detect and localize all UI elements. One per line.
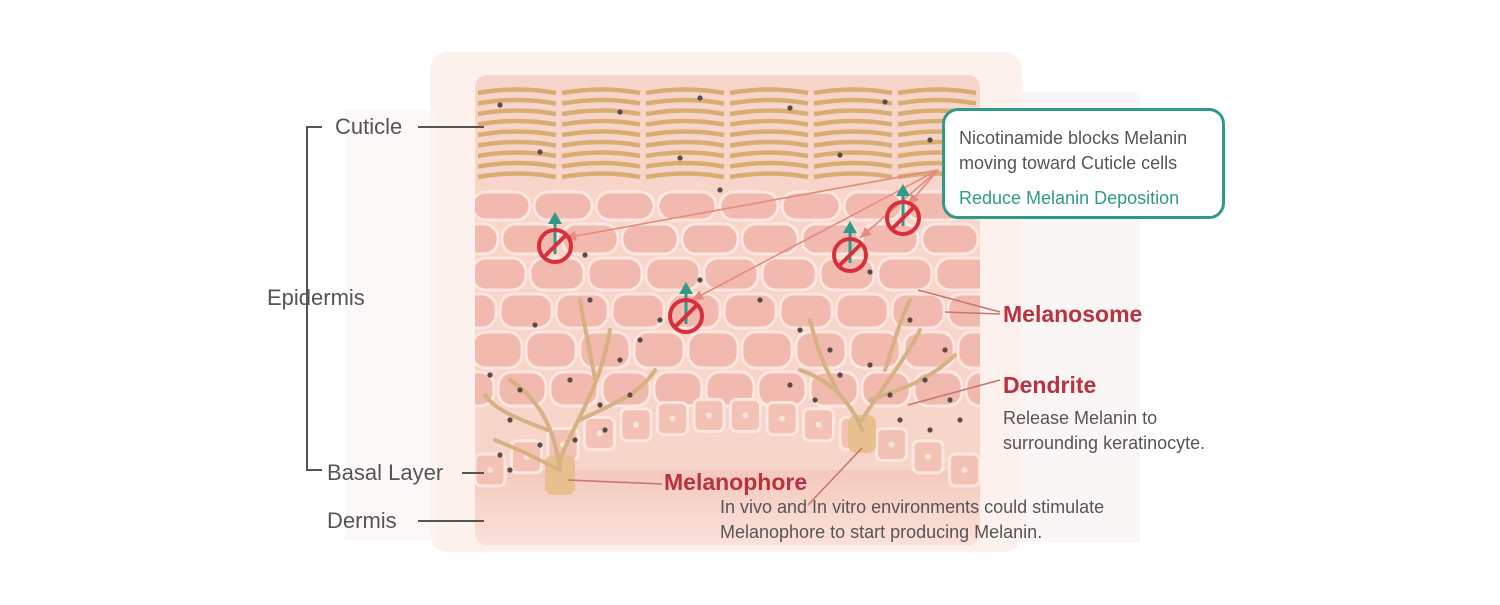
melanosome-dot bbox=[497, 102, 502, 107]
melanophore-label: Melanophore bbox=[664, 469, 807, 496]
melanophore-desc-1: In vivo and In vitro environments could … bbox=[720, 495, 1104, 520]
melanosome-dot bbox=[697, 277, 702, 282]
keratinocyte bbox=[472, 258, 526, 290]
melanosome-dot bbox=[597, 402, 602, 407]
keratinocyte bbox=[588, 258, 642, 290]
basal-nucleus bbox=[779, 416, 785, 422]
melanosome-dot bbox=[867, 269, 872, 274]
melanosome-dot bbox=[957, 417, 962, 422]
keratinocyte bbox=[646, 258, 700, 290]
melanosome-dot bbox=[582, 252, 587, 257]
keratinocyte bbox=[596, 192, 654, 220]
melanosome-dot bbox=[537, 149, 542, 154]
keratinocyte bbox=[688, 332, 738, 368]
keratinocyte bbox=[634, 332, 684, 368]
basal-nucleus bbox=[706, 412, 712, 418]
cuticle-label: Cuticle bbox=[335, 114, 402, 140]
keratinocyte bbox=[742, 224, 798, 254]
melanosome-dot bbox=[717, 187, 722, 192]
melanosome-dot bbox=[532, 322, 537, 327]
melanophore-desc-2: Melanophore to start producing Melanin. bbox=[720, 520, 1042, 545]
keratinocyte bbox=[602, 372, 650, 406]
keratinocyte bbox=[878, 258, 932, 290]
melanosome-dot bbox=[787, 382, 792, 387]
basal-layer-label: Basal Layer bbox=[327, 460, 443, 486]
nicotinamide-callout: Nicotinamide blocks Melanin moving towar… bbox=[942, 108, 1225, 219]
keratinocyte bbox=[612, 294, 664, 328]
melanosome-dot bbox=[572, 437, 577, 442]
basal-nucleus bbox=[633, 422, 639, 428]
melanosome-dot bbox=[507, 417, 512, 422]
melanosome-dot bbox=[942, 347, 947, 352]
keratinocyte bbox=[472, 332, 522, 368]
keratinocyte bbox=[762, 258, 816, 290]
melanosome-dot bbox=[487, 372, 492, 377]
melanosome-dot bbox=[907, 317, 912, 322]
dendrite-desc-2: surrounding keratinocyte. bbox=[1003, 431, 1205, 456]
callout-result: Reduce Melanin Deposition bbox=[959, 186, 1179, 211]
keratinocyte bbox=[526, 332, 576, 368]
melanosome-dot bbox=[927, 137, 932, 142]
melanosome-dot bbox=[947, 397, 952, 402]
melanosome-dot bbox=[627, 392, 632, 397]
callout-line-2: moving toward Cuticle cells bbox=[959, 151, 1177, 176]
melanosome-dot bbox=[507, 467, 512, 472]
epidermis-label: Epidermis bbox=[267, 285, 365, 311]
melanosome-dot bbox=[922, 377, 927, 382]
melanosome-dot bbox=[897, 417, 902, 422]
callout-line-1: Nicotinamide blocks Melanin bbox=[959, 126, 1187, 151]
melanosome-label: Melanosome bbox=[1003, 301, 1142, 328]
melanosome-dot bbox=[867, 362, 872, 367]
melanosome-dot bbox=[602, 427, 607, 432]
melanosome-dot bbox=[887, 392, 892, 397]
melanosome-dot bbox=[677, 155, 682, 160]
melanosome-dot bbox=[812, 397, 817, 402]
melanosome-dot bbox=[587, 297, 592, 302]
melanosome-dot bbox=[617, 109, 622, 114]
keratinocyte bbox=[836, 294, 888, 328]
keratinocyte bbox=[704, 258, 758, 290]
melanosome-dot bbox=[637, 337, 642, 342]
melanosome-dot bbox=[837, 152, 842, 157]
basal-nucleus bbox=[925, 454, 931, 460]
melanosome-dot bbox=[837, 372, 842, 377]
melanosome-dot bbox=[757, 297, 762, 302]
dendrite-label: Dendrite bbox=[1003, 372, 1096, 399]
keratinocyte bbox=[720, 192, 778, 220]
keratinocyte bbox=[724, 294, 776, 328]
melanosome-dot bbox=[657, 317, 662, 322]
keratinocyte bbox=[682, 224, 738, 254]
basal-nucleus bbox=[670, 416, 676, 422]
keratinocyte bbox=[742, 332, 792, 368]
dermis-label: Dermis bbox=[327, 508, 397, 534]
keratinocyte bbox=[758, 372, 806, 406]
basal-nucleus bbox=[962, 467, 968, 473]
keratinocyte bbox=[922, 224, 978, 254]
melanosome-dot bbox=[827, 347, 832, 352]
keratinocyte bbox=[500, 294, 552, 328]
melanosome-dot bbox=[537, 442, 542, 447]
melanosome-dot bbox=[517, 387, 522, 392]
melanosome-dot bbox=[617, 357, 622, 362]
melanosome-dot bbox=[797, 327, 802, 332]
basal-nucleus bbox=[487, 467, 493, 473]
dendrite-desc-1: Release Melanin to bbox=[1003, 406, 1157, 431]
keratinocyte bbox=[796, 332, 846, 368]
keratinocyte bbox=[472, 192, 530, 220]
melanosome-dot bbox=[787, 105, 792, 110]
melanosome-dot bbox=[497, 452, 502, 457]
basal-nucleus bbox=[816, 422, 822, 428]
keratinocyte bbox=[622, 224, 678, 254]
melanosome-dot bbox=[567, 377, 572, 382]
melanosome-dot bbox=[927, 427, 932, 432]
melanosome-dot bbox=[697, 95, 702, 100]
keratinocyte bbox=[780, 294, 832, 328]
basal-nucleus bbox=[597, 431, 603, 437]
basal-nucleus bbox=[889, 441, 895, 447]
basal-nucleus bbox=[743, 412, 749, 418]
keratinocyte bbox=[534, 192, 592, 220]
melanosome-dot bbox=[882, 99, 887, 104]
